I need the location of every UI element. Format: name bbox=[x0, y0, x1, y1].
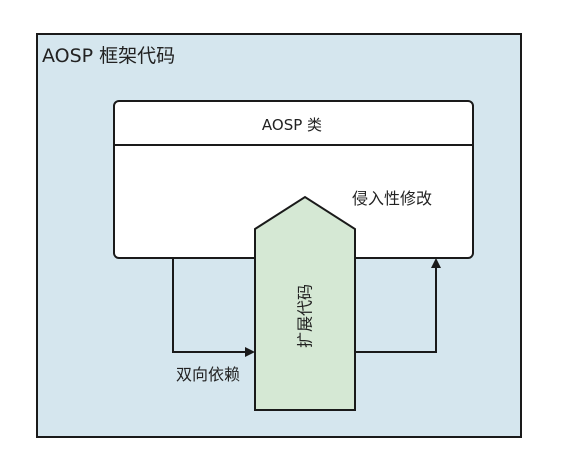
dependency-arrow-to-extension bbox=[172, 258, 255, 357]
container-title: AOSP 框架代码 bbox=[42, 45, 175, 67]
extension-code-label: 扩展代码 bbox=[296, 284, 315, 348]
intrusive-modification-label: 侵入性修改 bbox=[352, 189, 432, 208]
bidirectional-dependency-label: 双向依赖 bbox=[176, 365, 240, 384]
aosp-class-title: AOSP 类 bbox=[262, 116, 322, 134]
modification-arrow-to-aosp-class bbox=[355, 258, 441, 353]
extension-code-block bbox=[254, 195, 356, 411]
